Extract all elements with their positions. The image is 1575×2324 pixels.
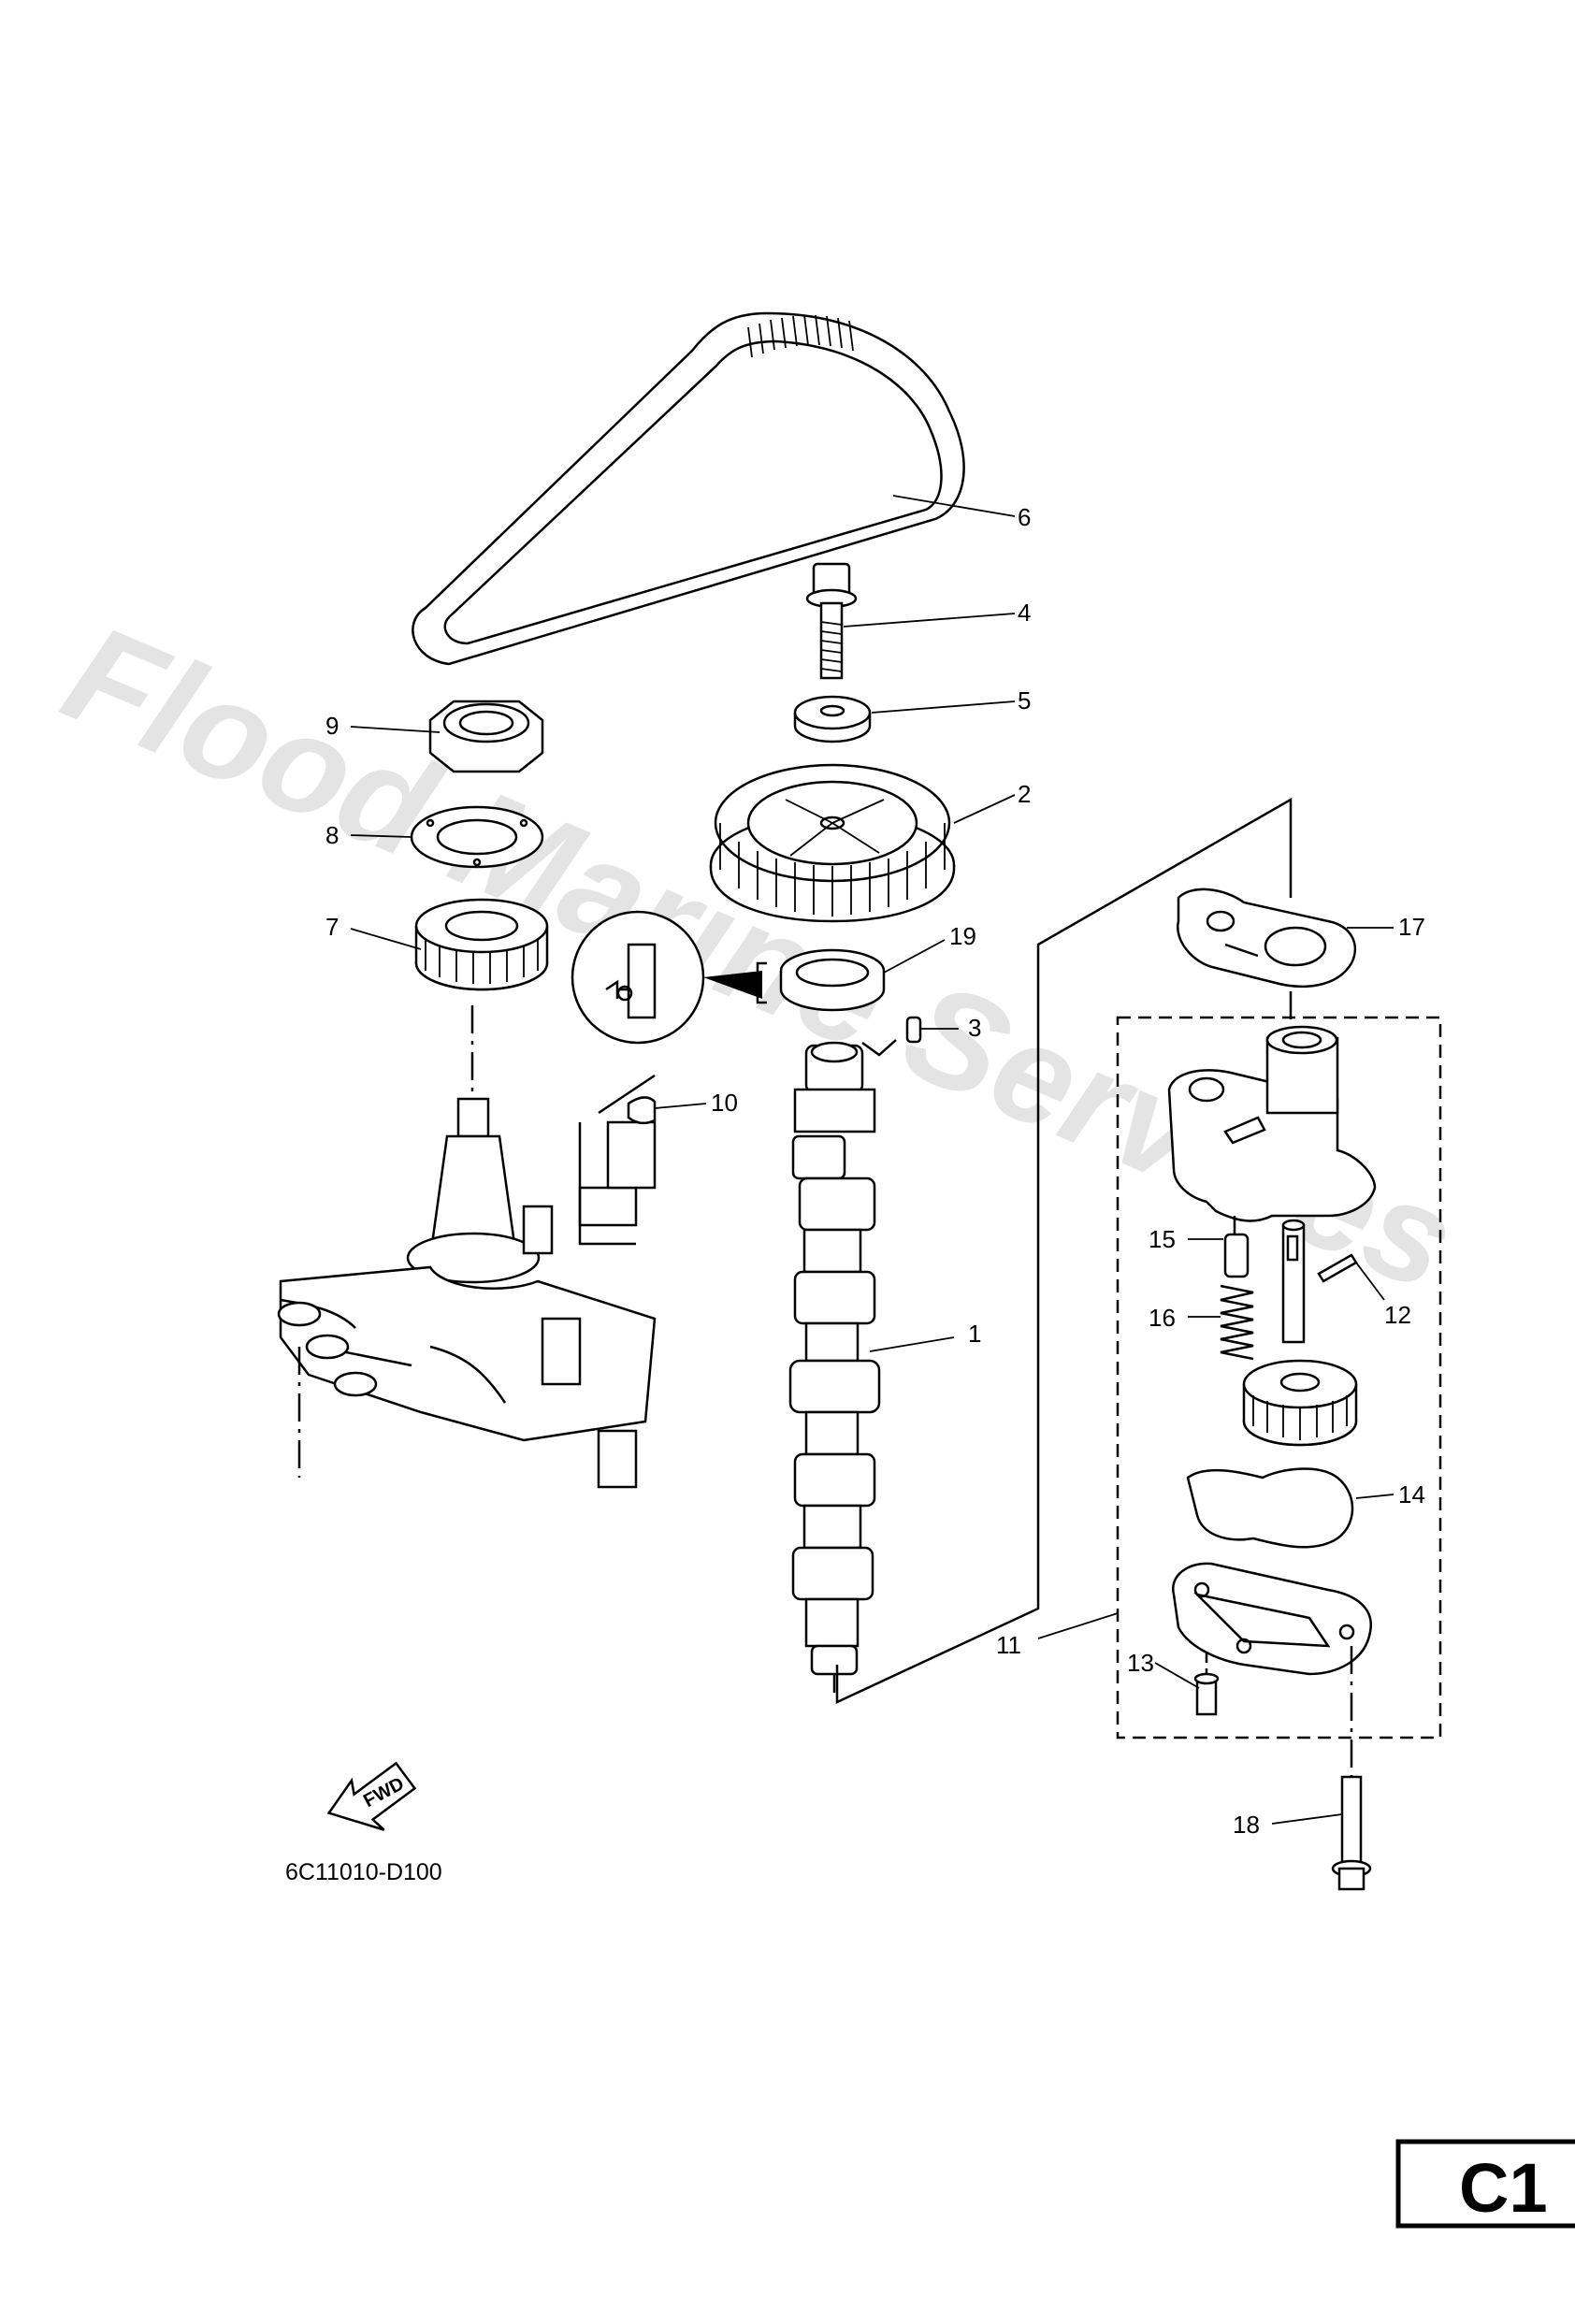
callout-4: 4 [1018,599,1031,627]
leader-lines [350,495,1394,1825]
belt-teeth [747,314,854,358]
callout-19: 19 [949,922,976,950]
fwd-arrow: FWD [326,1761,417,1831]
callout-9: 9 [325,712,339,740]
callouts: 6 4 5 2 9 8 7 19 3 10 1 11 17 15 16 12 1… [325,503,1425,1839]
oil-pump-housing [1167,1025,1377,1222]
callout-8: 8 [325,821,339,849]
callout-1: 1 [968,1320,981,1348]
callout-12: 12 [1384,1301,1411,1329]
callout-15: 15 [1149,1225,1176,1253]
crankshaft-nut [428,700,544,773]
callout-2: 2 [1018,780,1031,808]
oil-pump-assembly-box [1116,1016,1442,1739]
pump-gasket-upper [1176,888,1357,988]
camshaft [788,1041,881,1693]
pump-cover [1171,1562,1373,1676]
pump-rotor [1242,1359,1358,1447]
crankshaft-sprocket [414,898,549,991]
section-label: C1 [1459,2149,1548,2227]
callout-5: 5 [1018,686,1031,715]
dowel-guide-line [861,1039,897,1057]
oil-seal-detail [571,910,767,1045]
callout-10: 10 [711,1089,738,1117]
oil-seal [779,948,886,1012]
drawing-code: 6C11010-D100 [285,1859,442,1885]
callout-17: 17 [1398,913,1425,941]
callout-11: 11 [996,1631,1021,1659]
callout-3: 3 [968,1014,981,1042]
callout-16: 16 [1149,1304,1176,1332]
relief-valve-plunger [1223,1233,1250,1278]
relief-valve-spring [1220,1284,1254,1361]
callout-18: 18 [1233,1811,1260,1839]
callout-6: 6 [1018,503,1031,531]
callout-14: 14 [1398,1480,1425,1508]
assembly-guide-line [835,797,1293,1704]
callout-7: 7 [325,913,339,941]
crankshaft-plate [410,805,544,869]
crankcase-block [277,1005,657,1489]
pump-shaft [1281,1219,1306,1344]
callout-13: 13 [1127,1649,1154,1677]
pump-mounting-bolt [1331,1646,1372,1891]
woodruff-key [627,1096,657,1125]
cover-screw [1193,1653,1220,1716]
camshaft-pulley-bolt [805,562,858,680]
pump-cover-gasket [1186,1467,1354,1549]
timing-belt [412,311,965,666]
camshaft-pulley [709,763,956,923]
dowel-pin [905,1016,922,1044]
section-label-box: C1 [1395,2139,1575,2229]
washer [793,695,872,743]
